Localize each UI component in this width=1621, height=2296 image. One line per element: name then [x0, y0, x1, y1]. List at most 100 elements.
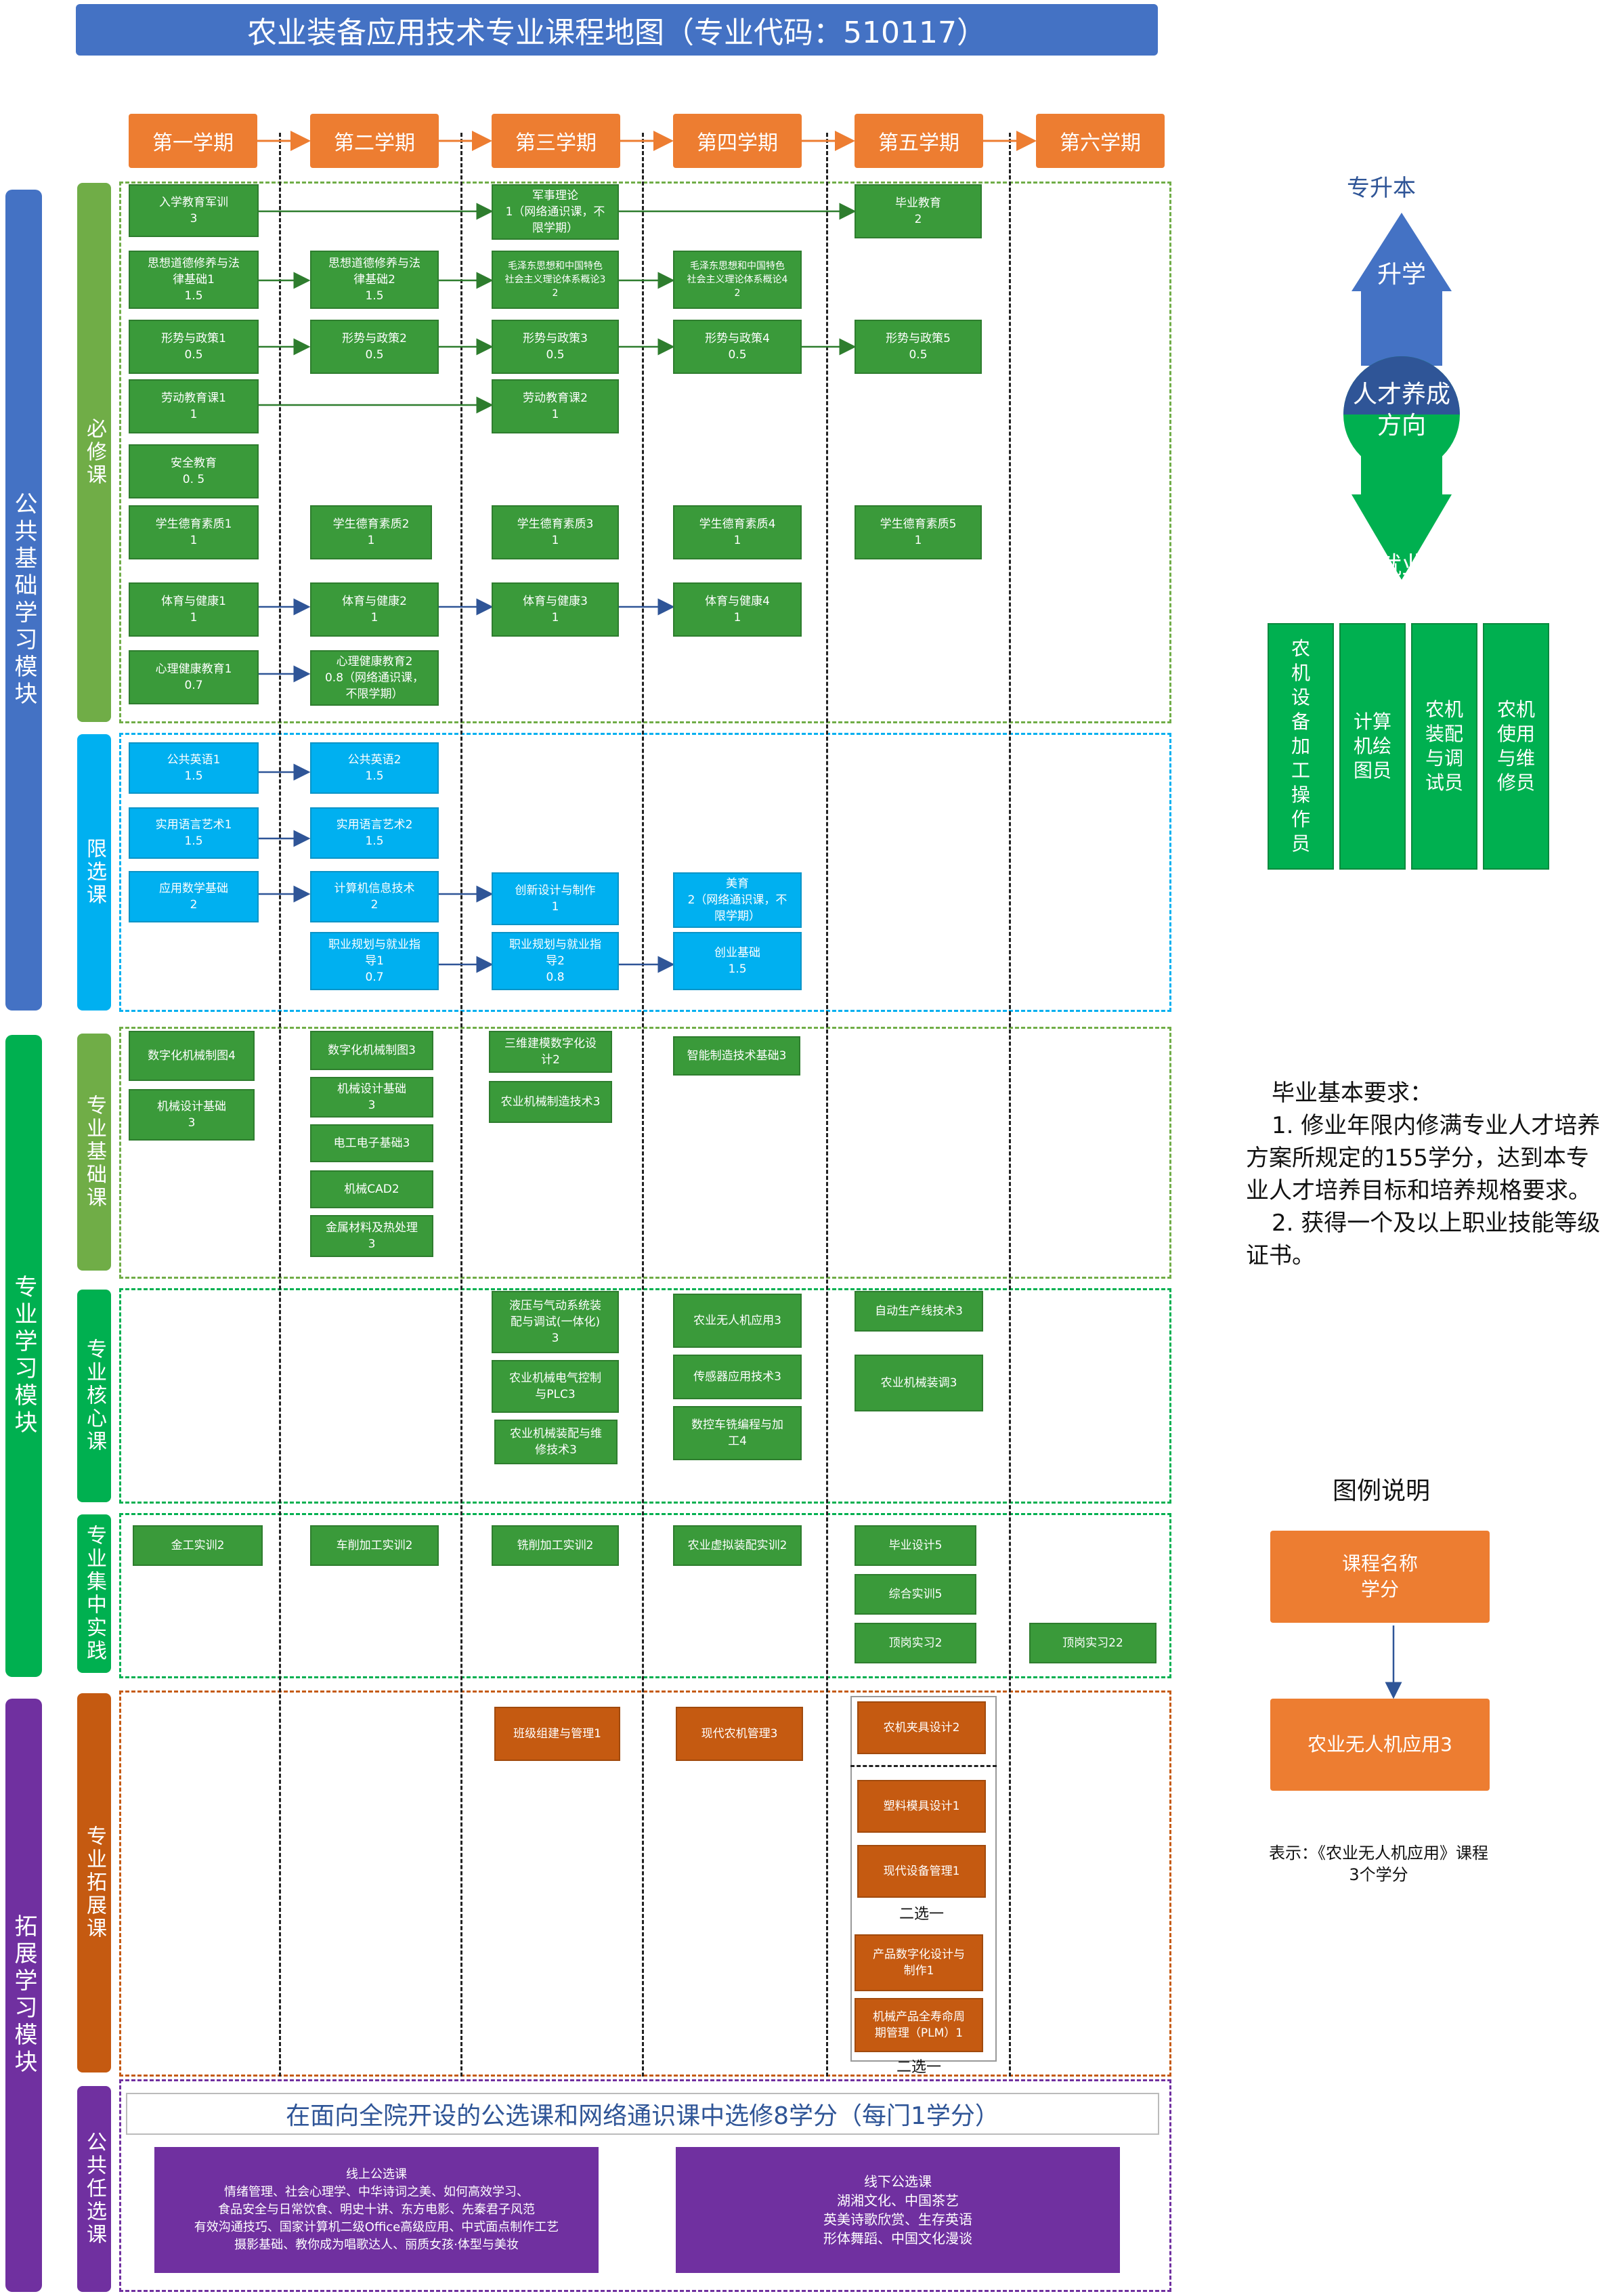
- semester-1: 第一学期: [129, 114, 257, 168]
- online-electives[interactable]: 线上公选课 情绪管理、社会心理学、中华诗词之美、如何高效学习、 食品安全与日常饮…: [154, 2147, 599, 2273]
- course-card[interactable]: 学生德育素质3 1: [492, 505, 619, 559]
- legend-box: 农业无人机应用3: [1270, 1699, 1490, 1791]
- course-card[interactable]: 入学教育军训 3: [129, 184, 259, 237]
- course-card[interactable]: 公共英语1 1.5: [129, 742, 259, 794]
- submodule-core: 专业核心课: [77, 1290, 111, 1502]
- requirements-item: 1. 修业年限内修满专业人才培养方案所规定的155学分，达到本专业人才培养目标和…: [1246, 1112, 1601, 1204]
- job-card: 农机使用与维修员: [1483, 623, 1549, 870]
- course-card[interactable]: 数控车铣编程与加 工4: [673, 1406, 802, 1460]
- course-card[interactable]: 毛泽东思想和中国特色 社会主义理论体系概论3 2: [492, 251, 619, 309]
- course-card[interactable]: 学生德育素质1 1: [129, 505, 259, 559]
- course-card[interactable]: 综合实训5: [855, 1574, 976, 1615]
- course-card[interactable]: 现代设备管理1: [857, 1845, 986, 1898]
- course-card[interactable]: 班级组建与管理1: [494, 1707, 620, 1761]
- course-card[interactable]: 金属材料及热处理 3: [310, 1215, 433, 1257]
- course-card[interactable]: 学生德育素质5 1: [855, 505, 982, 559]
- frame-required: [119, 182, 1171, 723]
- choose-one-label: 二选一: [899, 1906, 944, 1923]
- course-card[interactable]: 顶岗实习22: [1029, 1623, 1157, 1663]
- course-card[interactable]: 现代农机管理3: [676, 1707, 803, 1761]
- course-card[interactable]: 数字化机械制图4: [129, 1031, 255, 1081]
- submodule-basic: 专业基础课: [77, 1034, 111, 1271]
- course-card[interactable]: 智能制造技术基础3: [673, 1036, 800, 1076]
- course-card[interactable]: 顶岗实习2: [855, 1623, 976, 1663]
- legend-title: 图例说明: [1332, 1477, 1430, 1505]
- course-card[interactable]: 金工实训2: [133, 1525, 263, 1566]
- course-card[interactable]: 毛泽东思想和中国特色 社会主义理论体系概论4 2: [673, 251, 802, 309]
- course-card[interactable]: 形势与政策1 0.5: [129, 320, 259, 374]
- course-card[interactable]: 自动生产线技术3: [855, 1291, 983, 1332]
- course-card[interactable]: 军事理论 1（网络通识课，不 限学期）: [492, 184, 619, 240]
- elective-banner: 在面向全院开设的公选课和网络通识课中选修8学分（每门1学分）: [126, 2093, 1159, 2135]
- course-card[interactable]: 体育与健康4 1: [673, 582, 802, 637]
- course-card[interactable]: 思想道德修养与法 律基础1 1.5: [129, 251, 259, 309]
- course-card[interactable]: 职业规划与就业指 导1 0.7: [310, 932, 439, 990]
- course-card[interactable]: 农业机械装调3: [855, 1355, 983, 1411]
- course-card[interactable]: 车削加工实训2: [310, 1525, 439, 1566]
- job-card: 计算机绘图员: [1339, 623, 1406, 870]
- course-card[interactable]: 农业无人机应用3: [673, 1294, 802, 1348]
- course-card[interactable]: 形势与政策3 0.5: [492, 320, 619, 374]
- course-card[interactable]: 心理健康教育2 0.8（网络通识课， 不限学期）: [310, 650, 439, 706]
- course-card[interactable]: 劳动教育课2 1: [492, 379, 619, 433]
- course-card[interactable]: 体育与健康1 1: [129, 582, 259, 637]
- frame-basic: [119, 1027, 1171, 1279]
- frame-core: [119, 1288, 1171, 1504]
- course-card[interactable]: 体育与健康2 1: [310, 582, 439, 637]
- course-card[interactable]: 机械产品全寿命周 期管理（PLM）1: [855, 1998, 983, 2052]
- course-card[interactable]: 电工电子基础3: [310, 1124, 433, 1162]
- course-card[interactable]: 实用语言艺术2 1.5: [310, 807, 439, 859]
- choose-one-label: 二选一: [896, 2059, 941, 2076]
- course-card[interactable]: 毕业教育 2: [855, 184, 982, 238]
- offline-electives[interactable]: 线下公选课 湖湘文化、中国茶艺 英美诗歌欣赏、生存英语 形体舞蹈、中国文化漫谈: [676, 2147, 1120, 2273]
- course-card[interactable]: 应用数学基础 2: [129, 871, 259, 922]
- course-card[interactable]: 美育 2（网络通识课，不 限学期）: [673, 872, 802, 928]
- course-card[interactable]: 创业基础 1.5: [673, 932, 802, 990]
- course-card[interactable]: 产品数字化设计与 制作1: [855, 1934, 983, 1991]
- job-card: 农机装配与调试员: [1411, 623, 1477, 870]
- course-card[interactable]: 实用语言艺术1 1.5: [129, 807, 259, 859]
- direction-down: 就业: [1377, 552, 1426, 580]
- course-card[interactable]: 农业机械装配与维 修技术3: [494, 1420, 618, 1464]
- semester-2: 第二学期: [310, 114, 439, 168]
- course-card[interactable]: 计算机信息技术 2: [310, 871, 439, 922]
- course-card[interactable]: 形势与政策5 0.5: [855, 320, 982, 374]
- course-card[interactable]: 体育与健康3 1: [492, 582, 619, 637]
- course-card[interactable]: 学生德育素质2 1: [310, 505, 432, 559]
- frame-elective: [119, 2079, 1171, 2292]
- requirements-item: 2. 获得一个及以上职业技能等级证书。: [1246, 1210, 1601, 1269]
- course-card[interactable]: 劳动教育课1 1: [129, 379, 259, 433]
- course-card[interactable]: 形势与政策4 0.5: [673, 320, 802, 374]
- choose-group: [850, 1696, 997, 2062]
- course-card[interactable]: 公共英语2 1.5: [310, 742, 439, 794]
- course-card[interactable]: 形势与政策2 0.5: [310, 320, 439, 374]
- course-card[interactable]: 农机夹具设计2: [857, 1701, 986, 1754]
- direction-up-top: 专升本: [1347, 175, 1416, 202]
- course-card[interactable]: 机械设计基础 3: [310, 1077, 433, 1118]
- course-card[interactable]: 学生德育素质4 1: [673, 505, 802, 559]
- course-card[interactable]: 传感器应用技术3: [673, 1355, 802, 1399]
- course-card[interactable]: 液压与气动系统装 配与调试(一体化) 3: [492, 1291, 619, 1353]
- course-card[interactable]: 思想道德修养与法 律基础2 1.5: [310, 251, 439, 309]
- course-card[interactable]: 职业规划与就业指 导2 0.8: [492, 932, 619, 990]
- module-extension: 拓展学习模块: [5, 1699, 42, 2292]
- course-card[interactable]: 铣削加工实训2: [492, 1525, 619, 1566]
- course-card[interactable]: 机械设计基础 3: [129, 1089, 255, 1141]
- course-card[interactable]: 创新设计与制作 1: [492, 872, 619, 925]
- course-card[interactable]: 机械CAD2: [310, 1170, 433, 1208]
- course-card[interactable]: 心理健康教育1 0.7: [129, 650, 259, 704]
- course-card[interactable]: 毕业设计5: [855, 1525, 976, 1566]
- course-card[interactable]: 安全教育 0. 5: [129, 444, 259, 498]
- page-title: 农业装备应用技术专业课程地图（专业代码：510117）: [76, 4, 1158, 56]
- submodule-ext: 专业拓展课: [77, 1693, 111, 2072]
- course-card[interactable]: 农业机械电气控制 与PLC3: [492, 1360, 619, 1413]
- module-professional: 专业学习模块: [5, 1035, 42, 1677]
- submodule-required: 必修课: [77, 183, 111, 722]
- divider: [642, 133, 644, 2077]
- course-card[interactable]: 塑料模具设计1: [857, 1780, 986, 1833]
- course-card[interactable]: 数字化机械制图3: [310, 1031, 433, 1070]
- course-card[interactable]: 农业机械制造技术3: [489, 1081, 612, 1123]
- course-card[interactable]: 三维建模数字化设 计2: [489, 1031, 612, 1073]
- course-card[interactable]: 农业虚拟装配实训2: [673, 1525, 802, 1566]
